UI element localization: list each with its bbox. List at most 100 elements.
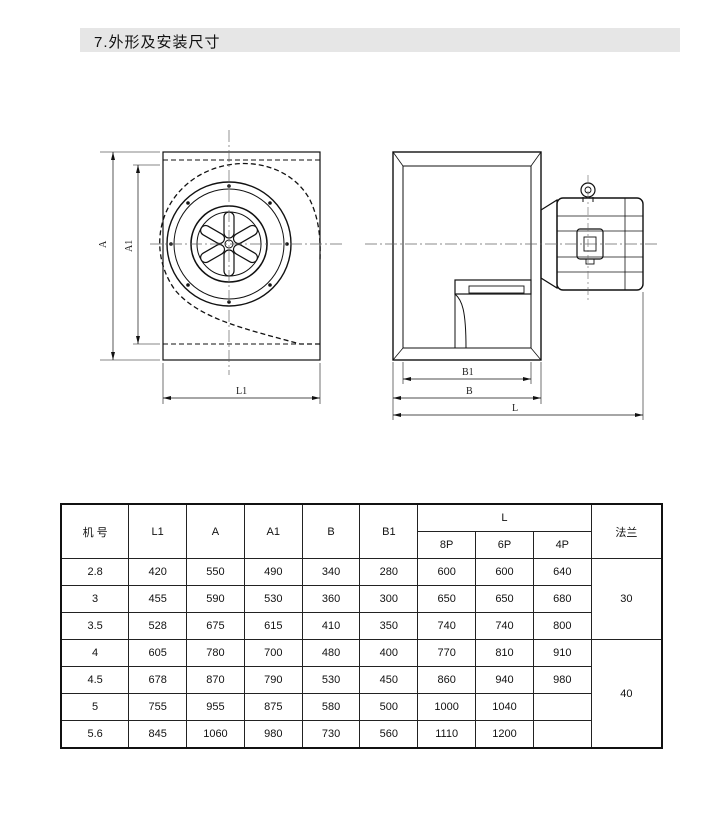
cell-L1: 678 — [128, 666, 188, 694]
cell-B: 730 — [301, 720, 361, 749]
cell-model: 5 — [60, 693, 130, 721]
table-row: 3.5 528 675 615 410 350 740 740 800 — [60, 612, 662, 640]
cell-A1: 530 — [243, 585, 303, 613]
cell-L1: 420 — [128, 558, 188, 586]
header-L-4P: 4P — [532, 531, 592, 559]
cell-B: 410 — [301, 612, 361, 640]
table-row: 5 755 955 875 580 500 1000 1040 — [60, 693, 662, 721]
label-B1: B1 — [462, 367, 474, 378]
cell-L1: 528 — [128, 612, 188, 640]
cell-L-8P: 1110 — [417, 720, 477, 749]
cell-A: 675 — [186, 612, 245, 640]
cell-flange-30: 30 — [590, 558, 663, 640]
table-row: 3 455 590 530 360 300 650 650 680 — [60, 585, 662, 613]
cell-L1: 605 — [128, 639, 188, 667]
cell-L-6P: 940 — [475, 666, 534, 694]
cell-L1: 845 — [128, 720, 188, 749]
cell-L-8P: 650 — [417, 585, 477, 613]
cell-L-8P: 1000 — [417, 693, 477, 721]
header-A1: A1 — [243, 503, 303, 559]
cell-B1: 450 — [359, 666, 419, 694]
header-flange: 法兰 — [590, 503, 663, 559]
side-view-motor-flange — [540, 198, 558, 290]
header-L1: L1 — [128, 503, 188, 559]
cell-L-4P: 800 — [532, 612, 592, 640]
cell-A1: 490 — [243, 558, 303, 586]
side-view-housing-outer — [392, 151, 542, 361]
cell-L1: 755 — [128, 693, 188, 721]
cell-L-8P: 600 — [417, 558, 477, 586]
table-row: 2.8 420 550 490 340 280 600 600 640 30 — [60, 558, 663, 640]
cell-L-4P: 680 — [532, 585, 592, 613]
cell-A: 550 — [186, 558, 245, 586]
side-view — [365, 151, 660, 420]
cell-A1: 980 — [243, 720, 303, 749]
cell-B: 530 — [301, 666, 361, 694]
cell-model: 5.6 — [60, 720, 130, 749]
cell-L-6P: 1040 — [475, 693, 534, 721]
cell-A: 1060 — [186, 720, 245, 749]
cell-A: 590 — [186, 585, 245, 613]
cell-L-4P: 910 — [532, 639, 592, 667]
cell-L-8P: 770 — [417, 639, 477, 667]
cell-L-4P: 980 — [532, 666, 592, 694]
label-A1: A1 — [124, 240, 135, 252]
cell-A: 955 — [186, 693, 245, 721]
cell-B1: 400 — [359, 639, 419, 667]
cell-L-4P — [532, 720, 592, 749]
cell-B: 340 — [301, 558, 361, 586]
cell-L-4P: 640 — [532, 558, 592, 586]
cell-A1: 615 — [243, 612, 303, 640]
label-L1: L1 — [236, 386, 247, 397]
table-row: 5.6 845 1060 980 730 560 1110 1200 — [60, 720, 662, 749]
cell-B: 580 — [301, 693, 361, 721]
section-header-bar: 7.外形及安装尺寸 — [80, 28, 680, 52]
table-row: 4.5 678 870 790 530 450 860 940 980 — [60, 666, 662, 694]
cell-L-6P: 600 — [475, 558, 534, 586]
cell-flange-40: 40 — [590, 639, 663, 749]
cell-L1: 455 — [128, 585, 188, 613]
cell-L-8P: 740 — [417, 612, 477, 640]
cell-B: 360 — [301, 585, 361, 613]
dimensions-table: 机 号 L1 A A1 B B1 L 法兰 8P 6P 4P 2.8 420 5… — [60, 503, 663, 749]
cell-B1: 300 — [359, 585, 419, 613]
header-model: 机 号 — [60, 503, 130, 559]
cell-B1: 350 — [359, 612, 419, 640]
header-L-6P: 6P — [475, 531, 534, 559]
cell-A: 870 — [186, 666, 245, 694]
table-row: 4 605 780 700 480 400 770 810 910 40 — [60, 639, 663, 749]
label-B: B — [466, 386, 473, 397]
cell-A: 780 — [186, 639, 245, 667]
cell-A1: 700 — [243, 639, 303, 667]
front-view-volute — [159, 162, 321, 345]
label-L: L — [512, 403, 518, 414]
cell-L-6P: 810 — [475, 639, 534, 667]
cell-L-8P: 860 — [417, 666, 477, 694]
cell-model: 3.5 — [60, 612, 130, 640]
header-A: A — [186, 503, 245, 559]
cell-A1: 790 — [243, 666, 303, 694]
header-B1: B1 — [359, 503, 419, 559]
cell-B: 480 — [301, 639, 361, 667]
section-title: 7.外形及安装尺寸 — [94, 34, 221, 51]
cell-B1: 280 — [359, 558, 419, 586]
cell-model: 3 — [60, 585, 130, 613]
header-B: B — [301, 503, 361, 559]
side-view-motor-seat — [454, 279, 532, 295]
technical-drawing: A A1 L1 — [98, 130, 660, 420]
cell-B1: 500 — [359, 693, 419, 721]
front-view — [100, 130, 345, 404]
cell-model: 4.5 — [60, 666, 130, 694]
side-view-housing-inner — [402, 165, 532, 349]
cell-L-6P: 650 — [475, 585, 534, 613]
cell-model: 2.8 — [60, 558, 130, 586]
header-L: L — [417, 503, 592, 532]
cell-L-6P: 740 — [475, 612, 534, 640]
cell-L-4P — [532, 693, 592, 721]
label-A: A — [98, 240, 109, 248]
cell-L-6P: 1200 — [475, 720, 534, 749]
cell-A1: 875 — [243, 693, 303, 721]
cell-B1: 560 — [359, 720, 419, 749]
cell-model: 4 — [60, 639, 130, 667]
header-L-8P: 8P — [417, 531, 477, 559]
